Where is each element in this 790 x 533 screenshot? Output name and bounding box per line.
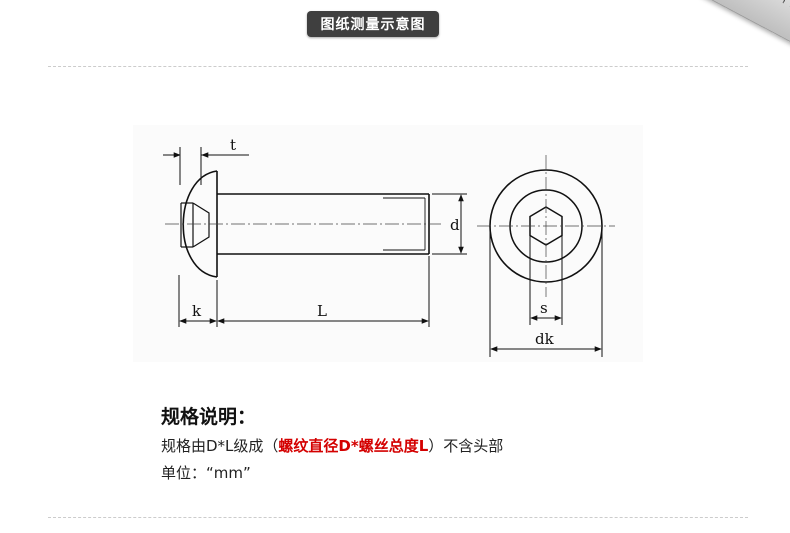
screw-dimension-drawing: t d k L xyxy=(133,125,643,362)
spec-line-suffix: ）不含头部 xyxy=(428,437,504,455)
drawing-svg: t d k L xyxy=(163,136,615,357)
label-s: s xyxy=(540,299,548,317)
label-dk: dk xyxy=(535,330,555,348)
dimension-d xyxy=(432,193,467,255)
bottom-dashed-divider xyxy=(48,517,748,518)
top-dashed-divider xyxy=(48,66,748,67)
label-L: L xyxy=(317,302,327,320)
corner-ruler-decoration xyxy=(684,0,790,53)
label-d: d xyxy=(450,216,460,234)
spec-line-size: 规格由D*L级成（螺纹直径D*螺丝总度L）不含头部 xyxy=(161,435,503,456)
label-k: k xyxy=(192,302,202,320)
section-title-tab: 图纸测量示意图 xyxy=(307,11,439,37)
dimension-t xyxy=(163,147,249,185)
dimension-k-L xyxy=(178,256,430,327)
label-t: t xyxy=(230,136,236,154)
dimension-s xyxy=(529,235,563,325)
unit-label: 单位： xyxy=(161,464,207,482)
spec-line-prefix: 规格由D*L级成（ xyxy=(161,437,279,455)
spec-line-unit: 单位：“mm” xyxy=(161,462,251,483)
spec-heading: 规格说明： xyxy=(161,406,257,428)
unit-value: “mm” xyxy=(206,464,251,482)
spec-highlight: 螺纹直径D*螺丝总度L xyxy=(278,437,429,455)
screw-end-view xyxy=(477,155,615,297)
ruler-ticks xyxy=(704,0,790,22)
dimension-dk xyxy=(489,226,603,357)
